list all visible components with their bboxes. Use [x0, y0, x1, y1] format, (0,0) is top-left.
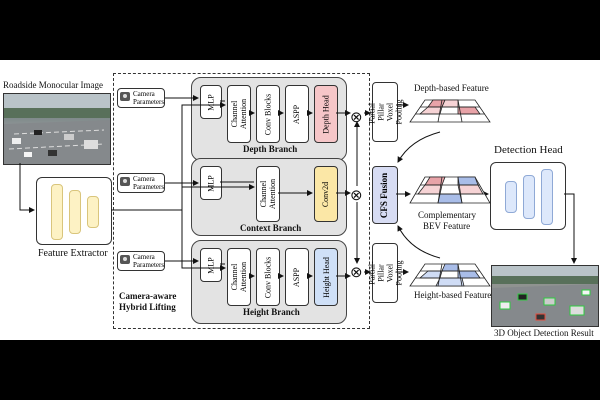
detection-result-image [491, 265, 599, 327]
input-image-label: Roadside Monocular Image [3, 80, 103, 90]
hybrid-lifting-region [113, 73, 370, 329]
detection-bar [523, 175, 535, 219]
camera-icon [120, 255, 130, 264]
mlp-block: MLP [200, 166, 222, 200]
channel-attention-block: Channel Attention [256, 166, 280, 222]
detection-bar [541, 169, 553, 225]
architecture-diagram: Roadside Monocular Image Feature Extract… [0, 60, 600, 340]
arrow-icon [181, 184, 255, 210]
aspp-block: ASPP [285, 85, 309, 143]
height-head-block: Height Head [314, 248, 338, 306]
detection-head-box [490, 162, 566, 230]
multiply-icon: ⊗ [350, 188, 363, 204]
height-feature-label: Height-based Feature [414, 290, 492, 300]
height-branch-label: Height Branch [243, 307, 300, 317]
feature-bar [69, 190, 81, 234]
hybrid-lifting-label-1: Camera-aware [119, 291, 177, 301]
depth-branch-label: Depth Branch [243, 144, 298, 154]
complementary-label-1: Complementary [418, 210, 476, 220]
feature-bar [87, 196, 99, 228]
multiply-icon: ⊗ [350, 265, 363, 281]
voxel-pooling-block: Partial-Pillar Voxel Pooling [367, 243, 403, 303]
arrow-icon [181, 102, 226, 210]
depth-feature-grid [409, 99, 491, 123]
detection-head-label: Detection Head [494, 144, 563, 156]
result-label: 3D Object Detection Result [494, 328, 594, 338]
hybrid-lifting-label-2: Hybrid Lifting [119, 302, 176, 312]
road-scene-icon [4, 94, 110, 164]
complementary-label-2: BEV Feature [423, 221, 471, 231]
cfs-fusion-block: CFS Fusion [372, 166, 398, 224]
voxel-pooling-block: Partial-Pillar Voxel Pooling [367, 82, 403, 142]
detection-scene-icon [492, 266, 598, 326]
camera-parameters-label: Camera Parameters [133, 175, 165, 191]
connections-layer [19, 95, 577, 287]
depth-feature-label: Depth-based Feature [414, 83, 489, 93]
camera-parameters-label: Camera Parameters [133, 253, 165, 269]
roadside-image [3, 93, 111, 165]
detection-bar [505, 181, 517, 213]
arrow-icon [181, 210, 226, 271]
context-branch-label: Context Branch [240, 223, 302, 233]
feature-extractor-box [36, 177, 112, 245]
complementary-feature-grid [409, 176, 491, 204]
height-feature-grid [409, 263, 491, 287]
camera-parameters-label: Camera Parameters [133, 90, 165, 106]
camera-icon [120, 92, 130, 101]
camera-parameters-box: Camera Parameters [117, 251, 165, 271]
conv2d-block: Conv2d [314, 166, 338, 222]
feature-bar [51, 184, 63, 240]
feature-extractor-label: Feature Extractor [38, 248, 108, 259]
camera-parameters-box: Camera Parameters [117, 173, 165, 193]
depth-head-block: Depth Head [314, 85, 338, 143]
camera-icon [120, 177, 130, 186]
arrow-icon [19, 163, 35, 213]
camera-parameters-box: Camera Parameters [117, 88, 165, 108]
